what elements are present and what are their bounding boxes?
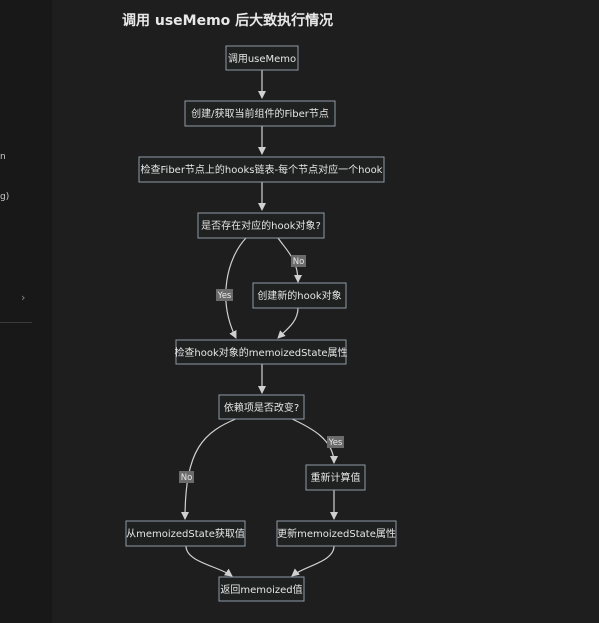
edge-exists-yes — [225, 237, 247, 339]
node-check-hooks: 检查Fiber节点上的hooks链表-每个节点对应一个hook — [138, 156, 385, 183]
node-label: 检查Fiber节点上的hooks链表-每个节点对应一个hook — [141, 163, 383, 176]
sidebar-text-fragment: n — [0, 152, 6, 162]
edge-labels: Yes No Yes No — [179, 255, 344, 483]
node-label: 创建/获取当前组件的Fiber节点 — [191, 107, 329, 120]
node-label: 重新计算值 — [311, 471, 361, 484]
node-label: 检查hook对象的memoizedState属性 — [174, 346, 347, 359]
flowchart: Yes No Yes No 调用useMemo 创建/获取当前组件的Fiber节… — [125, 45, 397, 602]
edge-label-bg — [327, 436, 344, 448]
edge-label-no: No — [181, 473, 193, 483]
node-update-state: 更新memoizedState属性 — [276, 520, 397, 547]
sidebar-text-fragment: g) — [0, 192, 10, 202]
edge-deps-no — [181, 417, 239, 520]
node-label: 更新memoizedState属性 — [277, 527, 396, 540]
edge-get-to-return — [185, 545, 233, 577]
node-label: 从memoizedState获取值 — [126, 527, 245, 540]
sidebar-divider — [0, 322, 32, 323]
node-hook-exists-decision: 是否存在对应的hook对象? — [197, 212, 325, 239]
node-label: 创建新的hook对象 — [257, 289, 341, 302]
node-label: 是否存在对应的hook对象? — [201, 219, 321, 232]
diagram-title: 调用 useMemo 后大致执行情况 — [122, 13, 334, 29]
edges — [181, 70, 338, 577]
node-check-memoized-state: 检查hook对象的memoizedState属性 — [174, 339, 348, 365]
edge-update-to-return — [291, 545, 335, 577]
node-label: 依赖项是否改变? — [224, 401, 299, 414]
edge-deps-yes — [289, 417, 338, 464]
chevron-right-icon[interactable]: › — [21, 291, 26, 304]
edge-label-bg — [216, 289, 233, 301]
edge-label-yes: Yes — [217, 291, 232, 301]
edge-label-bg — [179, 471, 194, 483]
edge-create-to-check — [277, 307, 299, 339]
node-deps-changed-decision: 依赖项是否改变? — [218, 394, 305, 420]
node-get-from-state: 从memoizedState获取值 — [125, 520, 246, 547]
node-create-hook: 创建新的hook对象 — [252, 282, 347, 309]
node-recompute: 重新计算值 — [305, 464, 366, 491]
nodes: 调用useMemo 创建/获取当前组件的Fiber节点 检查Fiber节点上的h… — [125, 45, 397, 602]
edge-label-no: No — [293, 257, 305, 267]
node-label: 调用useMemo — [228, 53, 296, 65]
diagram-canvas: 调用 useMemo 后大致执行情况 Yes No — [52, 0, 599, 623]
node-create-fiber: 创建/获取当前组件的Fiber节点 — [184, 100, 336, 127]
node-label: 返回memoized值 — [220, 583, 302, 596]
edge-label-bg — [291, 255, 306, 267]
left-side-panel: n g) › — [0, 0, 52, 623]
node-call-usememo: 调用useMemo — [225, 45, 299, 71]
edge-label-yes: Yes — [328, 438, 343, 448]
node-return-memoized: 返回memoized值 — [218, 576, 305, 602]
